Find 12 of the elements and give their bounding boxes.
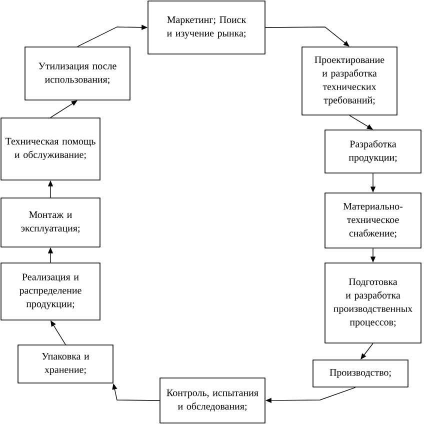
process-box: Упаковка и хранение; [18, 344, 114, 384]
process-box: Производство; [312, 360, 408, 388]
process-box: Подготовка и разработка производственных процессов; [324, 262, 422, 344]
process-box: Техническая помощь и обслуживание; [0, 118, 100, 180]
process-box: Монтаж и эксплуатация; [0, 198, 100, 248]
process-box: Разработка продукции; [324, 130, 422, 174]
process-box: Реализация и распределение продукции; [0, 262, 100, 320]
process-box: Утилизация после использования; [24, 46, 130, 100]
process-box: Контроль, испытания и обследования; [160, 378, 266, 424]
process-box: Проектирование и разработка технических требований; [302, 46, 398, 116]
process-box: Материально-техническое снабжение; [324, 192, 422, 248]
process-box: Маркетинг; Поиск и изучение рынка; [148, 0, 266, 54]
